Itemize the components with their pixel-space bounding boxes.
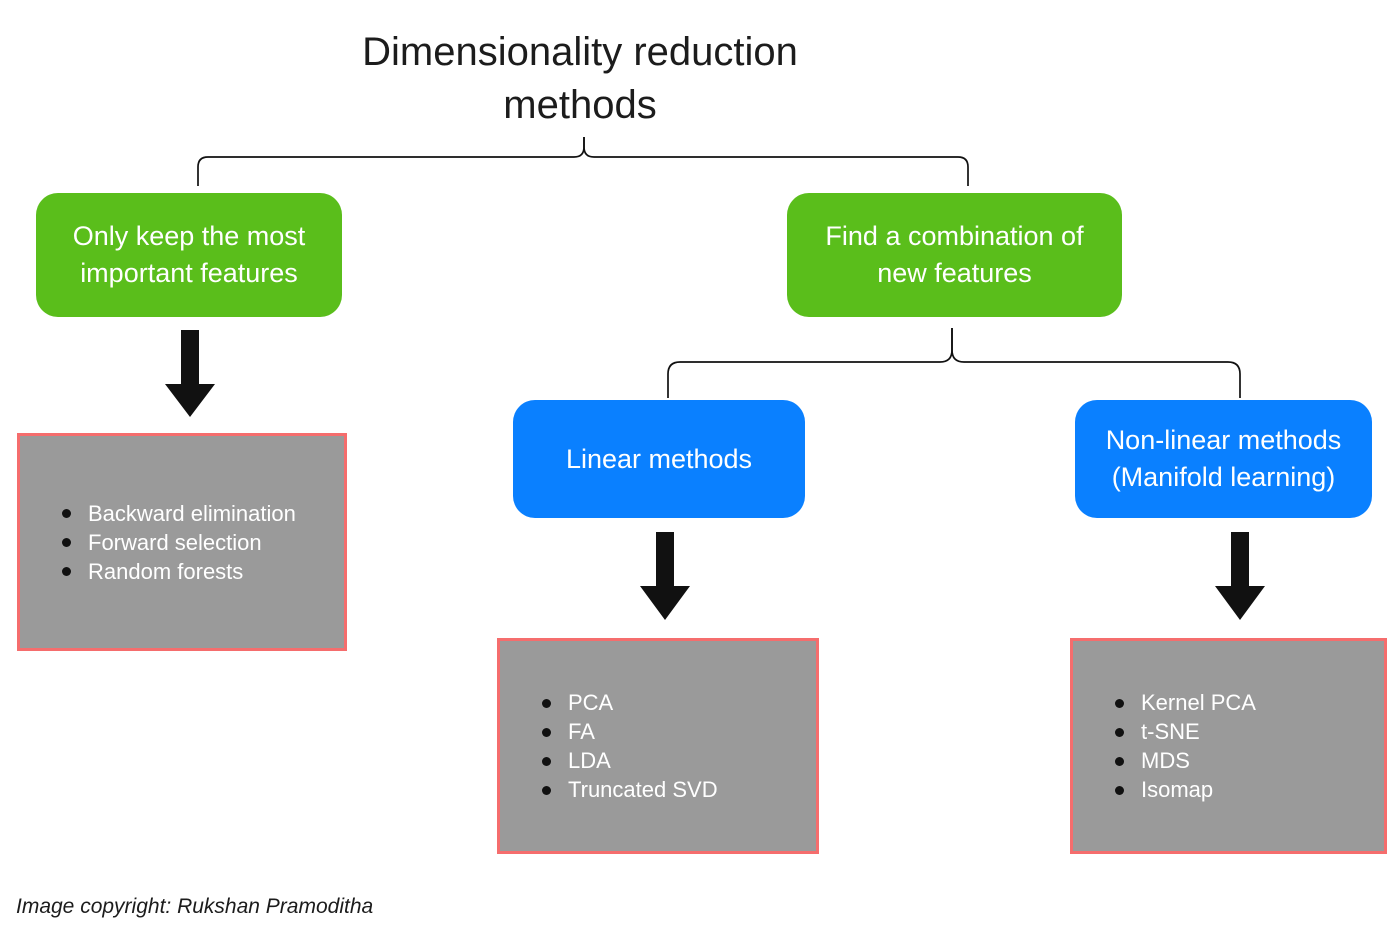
copyright-credit: Image copyright: Rukshan Pramoditha xyxy=(16,895,374,918)
list-item: FA xyxy=(542,717,816,746)
arrow-down-icon xyxy=(640,532,690,620)
list-item: Backward elimination xyxy=(62,499,344,528)
node-label: Only keep the most important features xyxy=(72,221,306,288)
node-find-combination: Find a combination of new features xyxy=(787,193,1122,317)
list-item: Truncated SVD xyxy=(542,775,816,804)
list-item: LDA xyxy=(542,746,816,775)
list-item: Kernel PCA xyxy=(1115,688,1384,717)
list-feature-selection: Backward elimination Forward selection R… xyxy=(17,433,347,651)
brace-top-left xyxy=(197,137,585,186)
bullet-list: Backward elimination Forward selection R… xyxy=(20,499,344,586)
list-item: MDS xyxy=(1115,746,1384,775)
bullet-list: Kernel PCA t-SNE MDS Isomap xyxy=(1073,688,1384,804)
node-label: Linear methods xyxy=(565,443,753,474)
arrow-down-icon xyxy=(165,330,215,417)
node-linear-methods: Linear methods xyxy=(513,400,805,518)
node-label: Find a combination of new features xyxy=(825,221,1084,288)
node-nonlinear-methods: Non-linear methods (Manifold learning) xyxy=(1075,400,1372,518)
brace-mid-right xyxy=(951,328,1241,398)
list-nonlinear-methods: Kernel PCA t-SNE MDS Isomap xyxy=(1070,638,1387,854)
arrow-down-icon xyxy=(1215,532,1265,620)
brace-top-right xyxy=(583,137,969,186)
list-item: Forward selection xyxy=(62,528,344,557)
page-title: Dimensionality reduction methods xyxy=(362,30,798,127)
list-item: t-SNE xyxy=(1115,717,1384,746)
list-item: PCA xyxy=(542,688,816,717)
list-linear-methods: PCA FA LDA Truncated SVD xyxy=(497,638,819,854)
bullet-list: PCA FA LDA Truncated SVD xyxy=(500,688,816,804)
list-item: Isomap xyxy=(1115,775,1384,804)
node-label: Non-linear methods (Manifold learning) xyxy=(1105,425,1342,492)
list-item: Random forests xyxy=(62,557,344,586)
brace-mid-left xyxy=(667,328,953,398)
node-keep-important-features: Only keep the most important features xyxy=(36,193,342,317)
